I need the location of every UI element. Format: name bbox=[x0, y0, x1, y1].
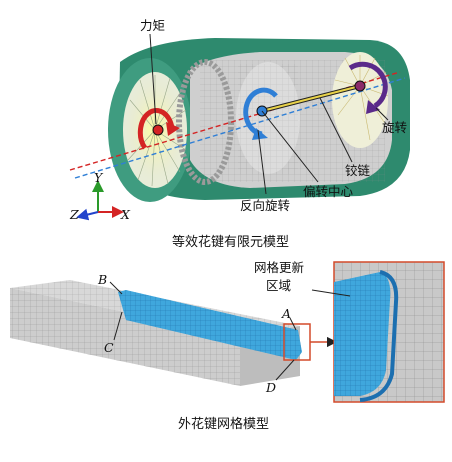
hinge-node-right bbox=[354, 80, 366, 92]
zoom-blue-grid bbox=[334, 272, 391, 396]
hinge-label: 铰链 bbox=[345, 163, 371, 178]
torque-node-red bbox=[152, 124, 164, 136]
point-b-leader bbox=[109, 281, 123, 295]
point-d-label: D bbox=[265, 380, 276, 395]
bar-front-mesh bbox=[10, 288, 240, 386]
point-a-label: A bbox=[281, 306, 291, 321]
y-axis-label: Y bbox=[94, 170, 104, 185]
coordinate-triad: Y Z X bbox=[69, 170, 131, 222]
point-a-leader bbox=[289, 317, 297, 331]
reverse-arrowhead bbox=[252, 128, 268, 140]
z-axis-label: Z bbox=[69, 207, 79, 222]
rotation-leader bbox=[375, 107, 389, 121]
axis-line-blue bbox=[74, 77, 406, 179]
external-spline-mesh-model: B C A D 网格更新 区域 外花键网格模型 bbox=[10, 260, 445, 432]
rotation-label: 旋转 bbox=[382, 120, 407, 135]
deflection-leader bbox=[261, 110, 319, 183]
x-axis-label: X bbox=[120, 207, 131, 222]
axis-line-red bbox=[69, 71, 401, 171]
reverse-rotation-arrow bbox=[243, 87, 278, 137]
reverse-leader bbox=[257, 129, 267, 195]
deflection-center-label: 偏转中心 bbox=[303, 184, 354, 199]
torque-label: 力矩 bbox=[140, 18, 165, 33]
torque-leader bbox=[149, 33, 157, 125]
rotation-arrowhead bbox=[366, 100, 380, 114]
point-c-label: C bbox=[104, 340, 114, 355]
torque-arrowhead bbox=[166, 122, 180, 136]
hinge-leader bbox=[319, 97, 353, 163]
reverse-rotation-label: 反向旋转 bbox=[240, 198, 290, 213]
mesh-update-label-line1: 网格更新 bbox=[254, 260, 304, 275]
mesh-update-leader bbox=[311, 289, 351, 297]
bottom-caption: 外花键网格模型 bbox=[178, 416, 269, 432]
equivalent-spline-fe-model: 力矩 旋转 铰链 偏转中心 反向旋转 Y Z X 等效花键有限元模型 bbox=[69, 18, 410, 250]
point-c-leader bbox=[113, 311, 123, 341]
mesh-update-region-grid bbox=[118, 290, 302, 360]
rotation-arrow bbox=[348, 61, 388, 109]
torque-arrow bbox=[137, 108, 175, 150]
zoom-blue-edge bbox=[359, 270, 399, 402]
hinge-rod-highlight bbox=[261, 85, 361, 112]
mesh-update-label-line2: 区域 bbox=[266, 278, 291, 293]
point-d-leader bbox=[275, 359, 295, 381]
right-end-face bbox=[332, 52, 388, 148]
point-b-label: B bbox=[97, 272, 107, 287]
top-caption: 等效花键有限元模型 bbox=[172, 234, 289, 250]
